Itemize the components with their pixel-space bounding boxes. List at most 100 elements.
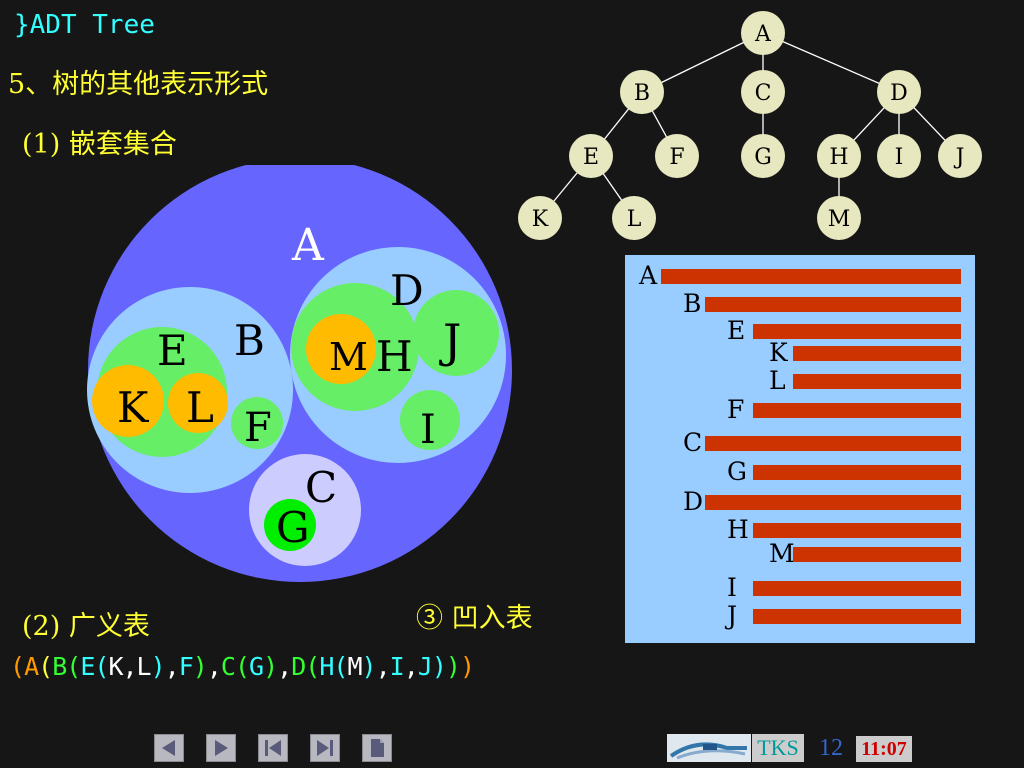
indent-label-i: I bbox=[727, 573, 737, 602]
tree-node-label: H bbox=[829, 145, 848, 170]
expr-token: , bbox=[164, 652, 180, 681]
expr-token: K,L bbox=[108, 652, 151, 681]
label-l: L bbox=[186, 383, 214, 432]
tree-node-circle bbox=[518, 196, 562, 240]
expr-token: H bbox=[319, 652, 334, 681]
tree-node-label: L bbox=[627, 207, 642, 232]
label-g: G bbox=[276, 503, 310, 552]
expr-token: ) bbox=[263, 652, 278, 681]
tree-node-circle bbox=[877, 134, 921, 178]
label-f: F bbox=[244, 405, 272, 451]
expr-token: ) bbox=[431, 652, 447, 681]
set-i bbox=[400, 390, 460, 450]
indent-bar-g bbox=[753, 465, 961, 480]
logo bbox=[667, 734, 751, 762]
tree-node-b: B bbox=[620, 70, 664, 114]
label-b: B bbox=[234, 316, 265, 365]
indent-bar-i bbox=[753, 581, 961, 596]
tree-node-circle bbox=[741, 11, 785, 55]
indent-label-h: H bbox=[727, 515, 749, 544]
expr-token: M bbox=[347, 652, 362, 681]
tree-node-circle bbox=[741, 134, 785, 178]
label-i: I bbox=[420, 407, 436, 453]
generalized-list-expression: (A(B(E(K,L),F),C(G),D(H(M),I,J))) bbox=[10, 652, 475, 681]
tree-node-e: E bbox=[569, 134, 613, 178]
tree-node-a: A bbox=[741, 11, 785, 55]
expr-token: ) bbox=[192, 652, 208, 681]
page-icon bbox=[371, 739, 384, 757]
expr-token: E bbox=[80, 652, 95, 681]
indent-bar-j bbox=[753, 609, 961, 624]
tree-node-i: I bbox=[877, 134, 921, 178]
prev-slide-button[interactable] bbox=[154, 734, 184, 762]
expr-token: ) bbox=[459, 652, 475, 681]
last-slide-icon bbox=[317, 740, 333, 756]
nested-sets-diagram: A B E K L F D H M J I C G bbox=[87, 165, 512, 582]
label-c: C bbox=[305, 463, 337, 512]
section-heading: 5、树的其他表示形式 bbox=[8, 69, 269, 100]
tree-node-k: K bbox=[518, 196, 562, 240]
label-j: J bbox=[439, 314, 461, 368]
page-number: 12 bbox=[819, 735, 843, 761]
expr-token: B bbox=[52, 652, 67, 681]
tree-node-h: H bbox=[817, 134, 861, 178]
indent-bar-h bbox=[753, 523, 961, 538]
label-e: E bbox=[157, 326, 188, 375]
tree-node-j: J bbox=[938, 134, 982, 178]
expr-token: , bbox=[277, 652, 292, 681]
expr-token: ( bbox=[333, 652, 348, 681]
indent-bar-f bbox=[753, 403, 961, 418]
next-slide-button[interactable] bbox=[206, 734, 236, 762]
tree-node-g: G bbox=[741, 134, 785, 178]
last-slide-button[interactable] bbox=[310, 734, 340, 762]
first-slide-button[interactable] bbox=[258, 734, 288, 762]
tree-node-circle bbox=[612, 196, 656, 240]
tree-node-label: D bbox=[890, 81, 908, 106]
expr-token: , bbox=[206, 652, 222, 681]
indent-label-a: A bbox=[639, 261, 658, 290]
clock: 11:07 bbox=[856, 736, 912, 762]
expr-token: ( bbox=[94, 652, 109, 681]
tree-node-c: C bbox=[741, 70, 785, 114]
label-m: M bbox=[329, 335, 368, 379]
indent-label-e: E bbox=[727, 316, 746, 345]
tree-node-label: C bbox=[755, 81, 772, 106]
expr-token: C bbox=[220, 652, 236, 681]
expr-token: ) bbox=[361, 652, 377, 681]
set-f bbox=[231, 397, 283, 449]
tree-node-circle bbox=[655, 134, 699, 178]
indent-bar-c bbox=[705, 436, 961, 451]
tree-node-label: E bbox=[583, 145, 599, 170]
set-j bbox=[413, 290, 499, 376]
indent-label-d: D bbox=[683, 487, 704, 516]
indent-label-j: J bbox=[727, 601, 738, 630]
nested-sets-heading: (1) 嵌套集合 bbox=[22, 129, 177, 160]
tree-node-circle bbox=[817, 134, 861, 178]
page-view-button[interactable] bbox=[362, 734, 392, 762]
expr-token: ( bbox=[234, 652, 250, 681]
tree-node-circle bbox=[877, 70, 921, 114]
expr-token: F bbox=[178, 652, 194, 681]
first-slide-icon bbox=[265, 740, 281, 756]
expr-token: ( bbox=[66, 652, 81, 681]
tree-node-l: L bbox=[612, 196, 656, 240]
set-k bbox=[92, 365, 164, 437]
generalized-list-heading: (2) 广义表 bbox=[22, 611, 150, 642]
prev-slide-icon bbox=[162, 740, 175, 756]
tree-node-label: I bbox=[895, 145, 904, 170]
indent-bar-b bbox=[705, 297, 961, 312]
expr-token: A bbox=[24, 652, 39, 681]
brand-label: TKS bbox=[752, 734, 804, 762]
indent-bar-m bbox=[793, 547, 961, 562]
expr-token: I bbox=[389, 652, 405, 681]
expr-token: J bbox=[417, 652, 433, 681]
tree-node-f: F bbox=[655, 134, 699, 178]
indent-label-l: L bbox=[769, 366, 786, 395]
tree-node-circle bbox=[569, 134, 613, 178]
tree-edge-a-b bbox=[641, 32, 764, 93]
expr-token: ( bbox=[305, 652, 320, 681]
indent-label-f: F bbox=[727, 395, 745, 424]
indent-label-g: G bbox=[727, 457, 747, 486]
indent-label-b: B bbox=[683, 289, 702, 318]
